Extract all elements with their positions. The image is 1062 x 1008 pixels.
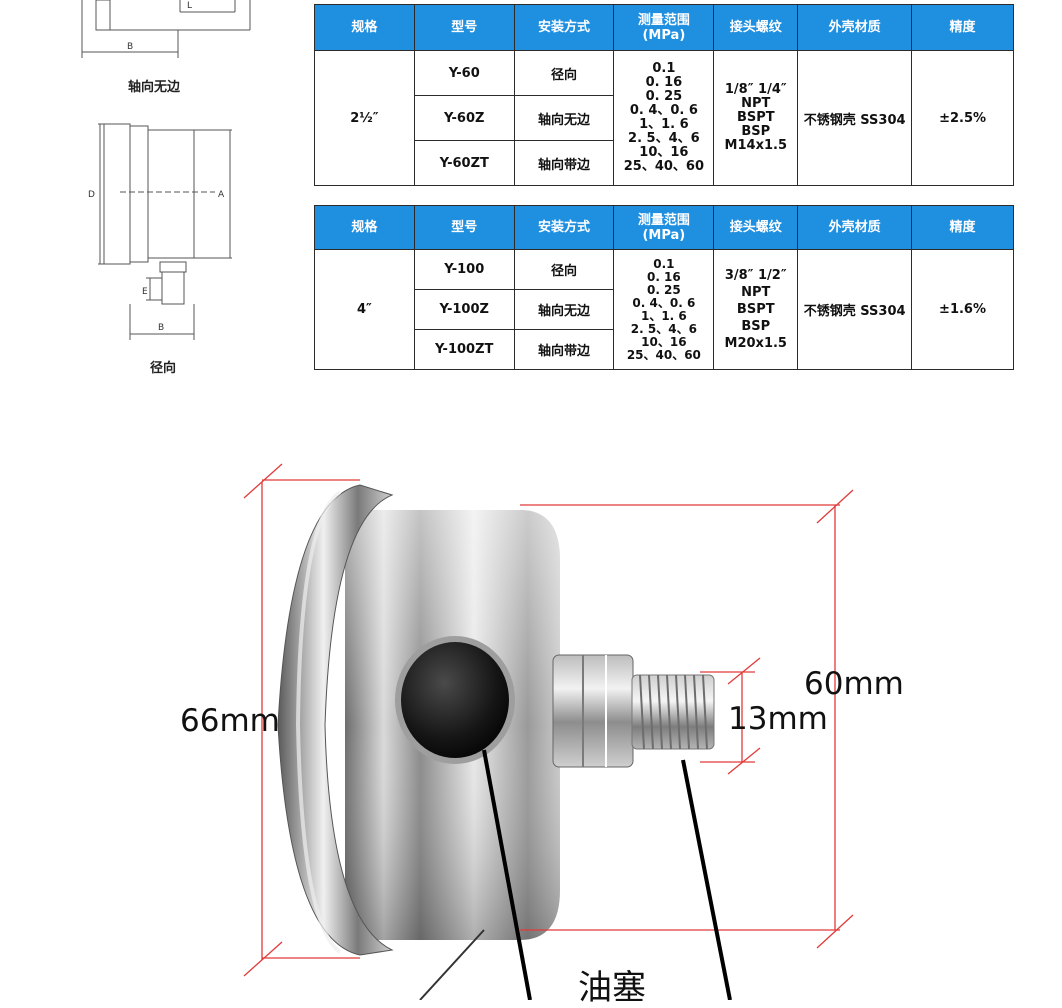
- axial-label: 轴向无边: [128, 80, 181, 95]
- table-row: Y-100ZT 轴向带边: [315, 329, 1014, 370]
- accuracy-cell: ±1.6%: [911, 249, 1014, 370]
- dim-letter-a: A: [218, 190, 225, 200]
- spec-table-100: 规格 型号 安装方式 测量范围 (MPa) 接头螺纹 外壳材质 精度 4″ Y-…: [314, 205, 1014, 370]
- header-accuracy: 精度: [911, 205, 1014, 250]
- model-cell: Y-60ZT: [413, 140, 515, 186]
- thread-dimension-label: 13mm: [728, 701, 828, 737]
- mount-cell: 轴向带边: [513, 329, 615, 370]
- dimension-lines: [243, 463, 854, 977]
- dim-letter-b: B: [158, 323, 164, 333]
- header-size: 规格: [314, 205, 415, 250]
- model-cell: Y-60: [413, 50, 515, 96]
- threaded-stem: [631, 674, 715, 750]
- header-mount: 安装方式: [513, 4, 615, 51]
- radial-drawing: [98, 123, 232, 340]
- table-header-row: 规格 型号 安装方式 测量范围 (MPa) 接头螺纹 外壳材质 精度: [314, 4, 1014, 51]
- dim-letter-b-top: B: [127, 42, 133, 52]
- gauge-illustration: [243, 463, 854, 1000]
- material-cell: 不锈钢壳 SS304: [797, 50, 913, 186]
- mount-cell: 轴向无边: [513, 289, 615, 330]
- accuracy-cell: ±2.5%: [911, 50, 1014, 186]
- header-model: 型号: [413, 205, 515, 250]
- table-row: Y-100Z 轴向无边: [315, 289, 1014, 330]
- dim-letter-d: D: [88, 190, 95, 200]
- header-range: 测量范围 (MPa): [613, 205, 715, 250]
- depth-dimension-label: 60mm: [804, 666, 904, 702]
- oil-plug-callout: 油塞: [578, 968, 646, 1008]
- size-cell: 4″: [314, 249, 415, 370]
- header-mount: 安装方式: [513, 205, 615, 250]
- gauge-bezel: [277, 484, 394, 956]
- table-row: Y-60ZT 轴向带边: [315, 140, 1014, 186]
- model-cell: Y-100ZT: [413, 329, 515, 370]
- header-accuracy: 精度: [911, 4, 1014, 51]
- header-thread: 接头螺纹: [713, 205, 799, 250]
- callout-lines: [482, 749, 732, 1000]
- size-cell: 2½″: [314, 50, 415, 186]
- mount-cell: 轴向带边: [513, 140, 615, 186]
- header-material: 外壳材质: [797, 4, 913, 51]
- height-dimension-label: 66mm: [180, 703, 280, 739]
- mount-cell: 径向: [513, 249, 615, 290]
- hex-fitting: [552, 654, 634, 768]
- model-cell: Y-100Z: [413, 289, 515, 330]
- technical-drawings: L D A E B B: [81, 0, 251, 340]
- dim-letter-l: L: [187, 1, 192, 11]
- model-cell: Y-100: [413, 249, 515, 290]
- header-model: 型号: [413, 4, 515, 51]
- material-cell: 不锈钢壳 SS304: [797, 249, 913, 370]
- mount-cell: 径向: [513, 50, 615, 96]
- spec-table-60: 规格 型号 安装方式 测量范围 (MPa) 接头螺纹 外壳材质 精度 2½″ Y…: [314, 4, 1014, 186]
- radial-label: 径向: [150, 361, 177, 376]
- axial-drawing: [81, 0, 251, 58]
- header-range: 测量范围 (MPa): [613, 4, 715, 51]
- header-material: 外壳材质: [797, 205, 913, 250]
- table-row: Y-60Z 轴向无边: [315, 95, 1014, 141]
- model-cell: Y-60Z: [413, 95, 515, 141]
- table-header-row: 规格 型号 安装方式 测量范围 (MPa) 接头螺纹 外壳材质 精度: [314, 205, 1014, 250]
- header-thread: 接头螺纹: [713, 4, 799, 51]
- header-size: 规格: [314, 4, 415, 51]
- dim-letter-e: E: [142, 287, 148, 297]
- mount-cell: 轴向无边: [513, 95, 615, 141]
